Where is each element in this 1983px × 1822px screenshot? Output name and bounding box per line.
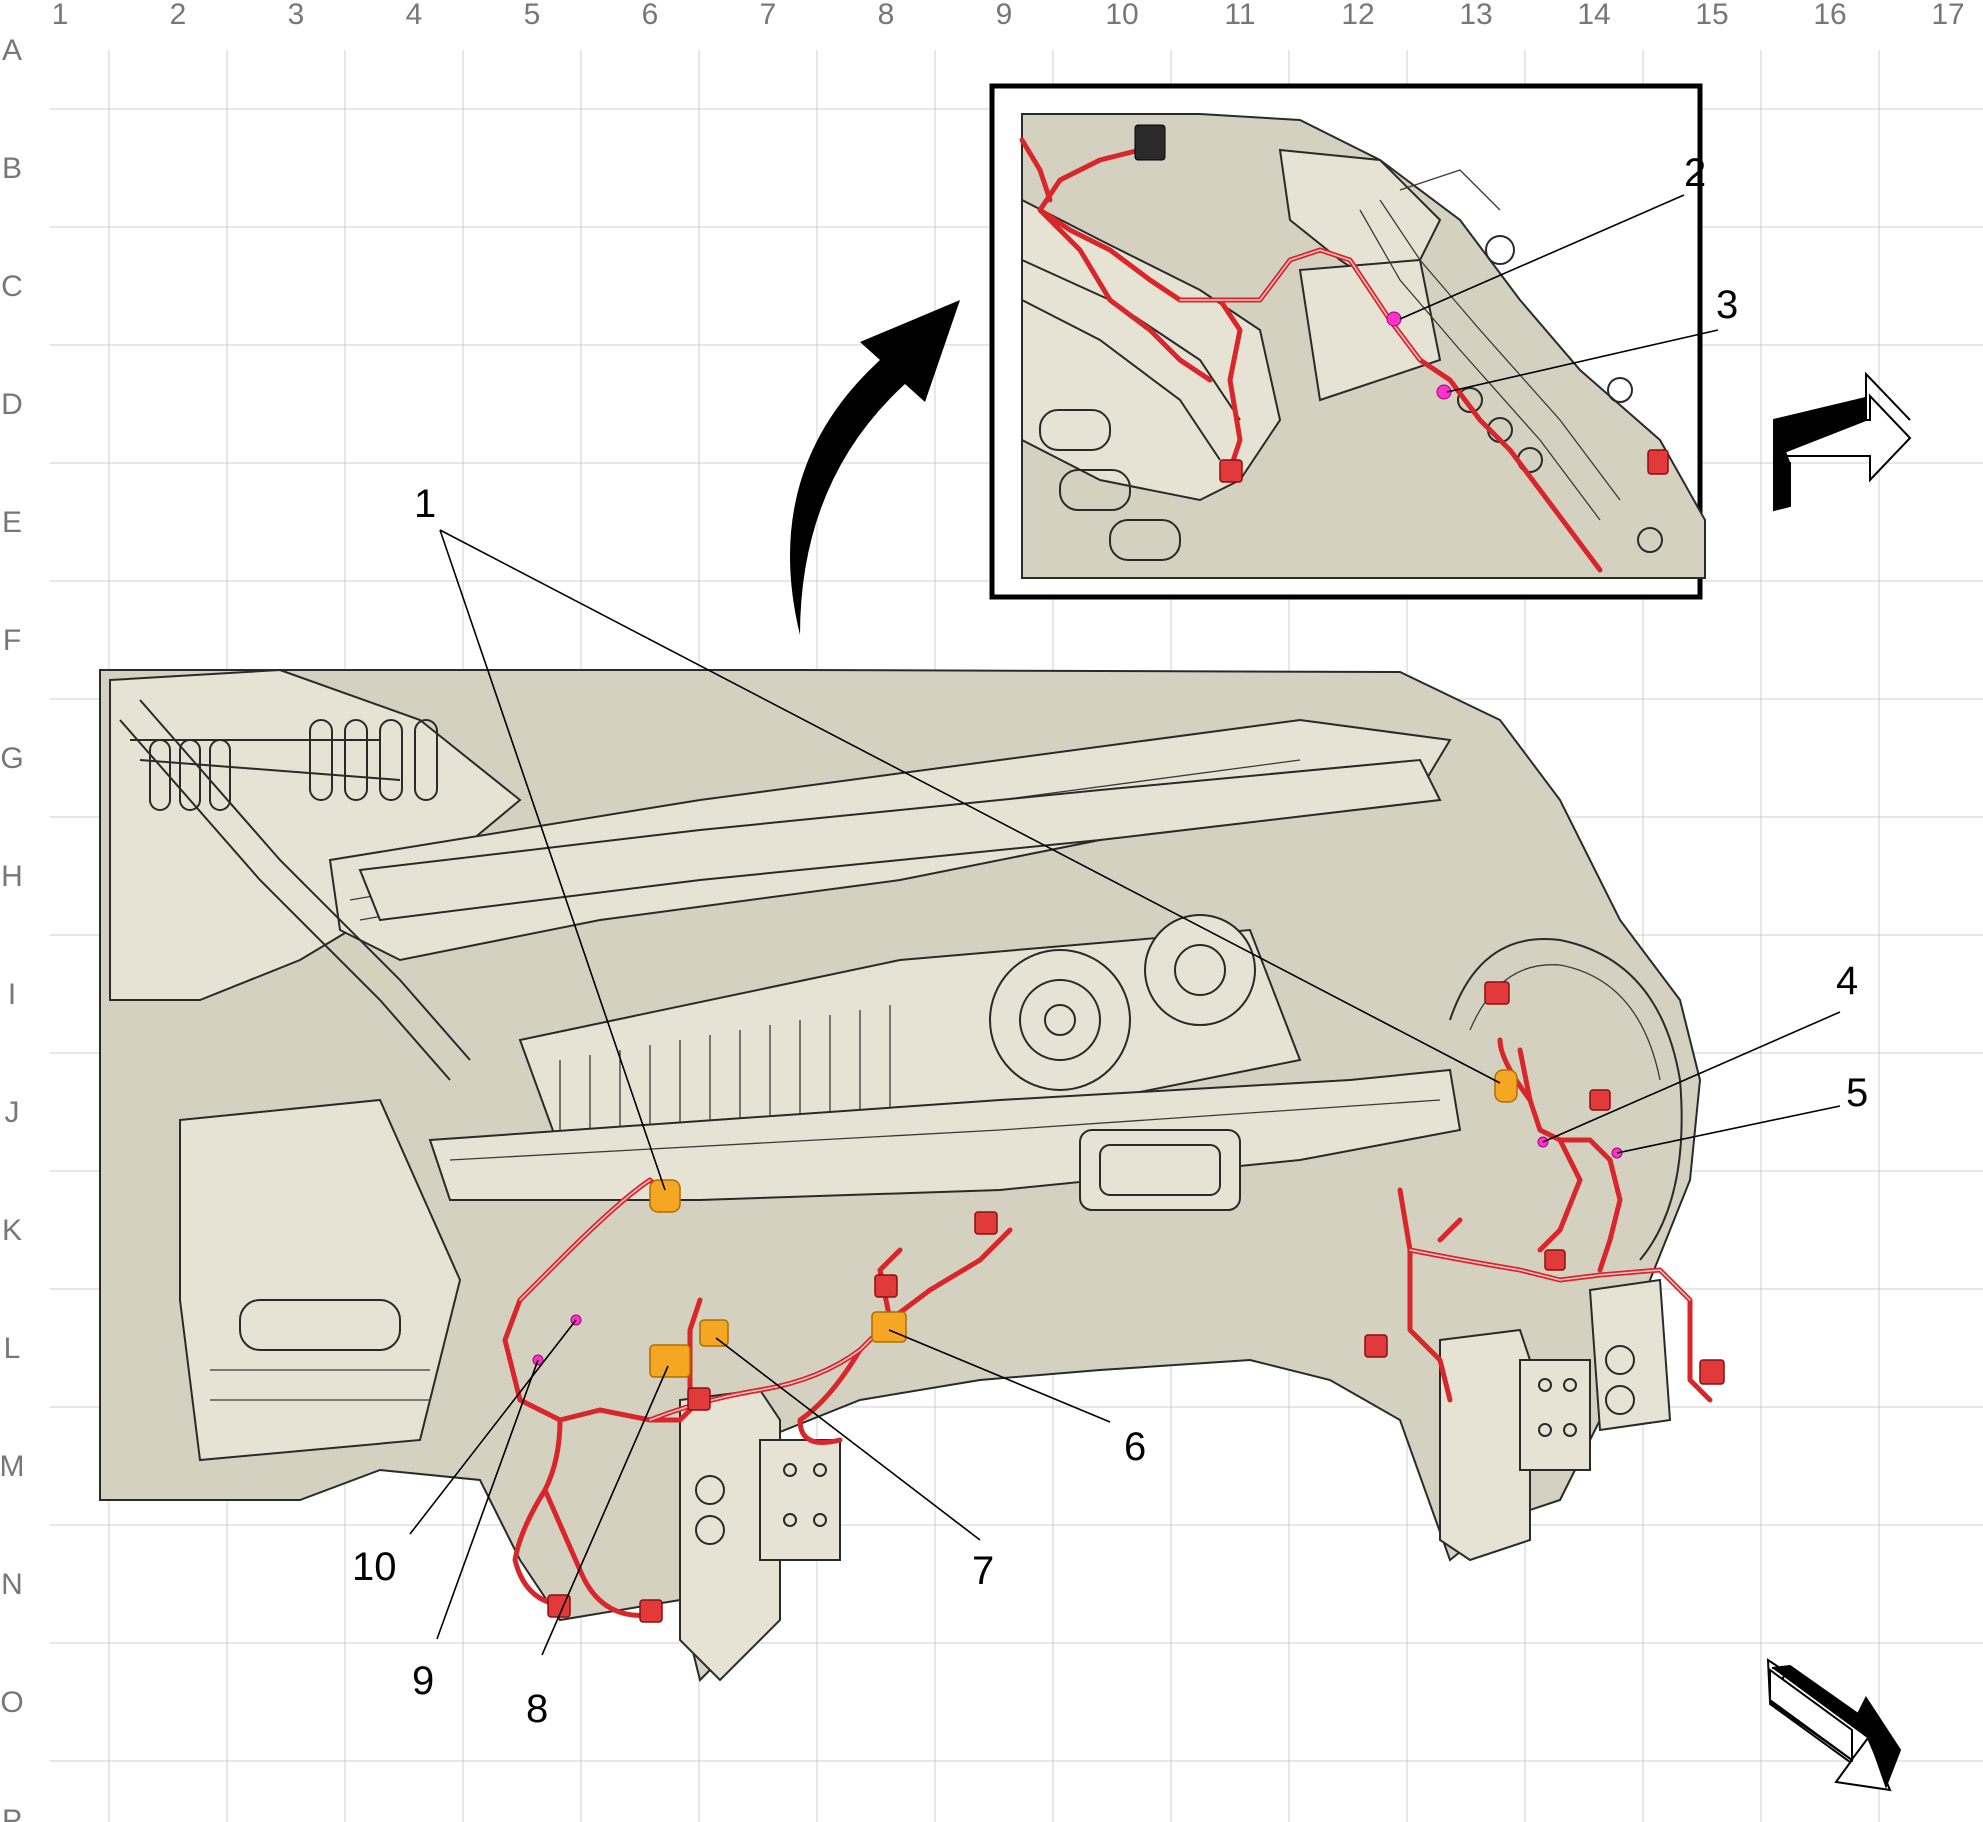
front-structure-main-view (99, 668, 1702, 1682)
grid-row-label: K (2, 1214, 22, 1247)
inset-structure (1021, 113, 1706, 579)
forward-arrow-icon (1766, 1658, 1902, 1792)
grid-column-label: 3 (288, 0, 305, 31)
grid-row-label: M (0, 1450, 25, 1483)
grid-column-label: 2 (170, 0, 187, 31)
grid-row-labels: A B C D E F G H I J K L M N O P (0, 34, 25, 1822)
grid-row-label: I (8, 978, 16, 1011)
callout-8: 8 (526, 1687, 548, 1731)
grid-column-label: 9 (996, 0, 1013, 31)
grid-row-label: G (0, 742, 23, 775)
grid-row-label: F (3, 624, 21, 657)
grid-column-label: 16 (1813, 0, 1846, 31)
curved-arrow-icon (790, 300, 960, 635)
grid-row-label: C (1, 270, 23, 303)
grid-row-label: L (4, 1332, 21, 1365)
grid-column-label: 14 (1577, 0, 1610, 31)
grid-row-label: E (2, 506, 22, 539)
grid-column-label: 1 (52, 0, 69, 31)
grid-row-label: P (2, 1804, 22, 1822)
grid-column-label: 7 (760, 0, 777, 31)
callout-labels: 1 2 3 4 5 6 7 8 9 10 (352, 151, 1868, 1731)
grid-row-label: N (1, 1568, 23, 1601)
grid-column-label: 10 (1105, 0, 1138, 31)
grid-row-label: J (5, 1096, 20, 1129)
grid-column-label: 6 (642, 0, 659, 31)
callout-1: 1 (414, 482, 436, 526)
grid-column-label: 11 (1224, 0, 1255, 31)
callout-9: 9 (412, 1659, 434, 1703)
grid-column-label: 8 (878, 0, 895, 31)
callout-3: 3 (1716, 283, 1738, 327)
grid-column-label: 5 (524, 0, 541, 31)
wiring-harness-main (502, 981, 1725, 1623)
detail-inset (989, 83, 1706, 600)
grid-row-label: O (0, 1686, 23, 1719)
grid-column-label: 13 (1459, 0, 1492, 31)
callout-5: 5 (1846, 1071, 1868, 1115)
grid-column-label: 17 (1931, 0, 1964, 31)
callout-7: 7 (972, 1549, 994, 1593)
grid-row-label: B (2, 152, 22, 185)
callout-2: 2 (1684, 151, 1706, 195)
grid-column-label: 15 (1695, 0, 1728, 31)
cowl-louvers (149, 719, 438, 811)
direction-arrow-icon (1773, 371, 1912, 512)
grid-row-label: A (2, 34, 22, 67)
grid-row-label: D (1, 388, 23, 421)
inset-harness (1019, 124, 1669, 573)
grid-column-label: 12 (1341, 0, 1374, 31)
bulkhead-ribs (559, 1005, 891, 1140)
grid-row-label: H (1, 860, 23, 893)
callout-10: 10 (352, 1545, 397, 1589)
callout-6: 6 (1124, 1425, 1146, 1469)
callout-4: 4 (1836, 959, 1858, 1003)
callout-leaders (409, 194, 1841, 1656)
grid-column-label: 4 (406, 0, 423, 31)
